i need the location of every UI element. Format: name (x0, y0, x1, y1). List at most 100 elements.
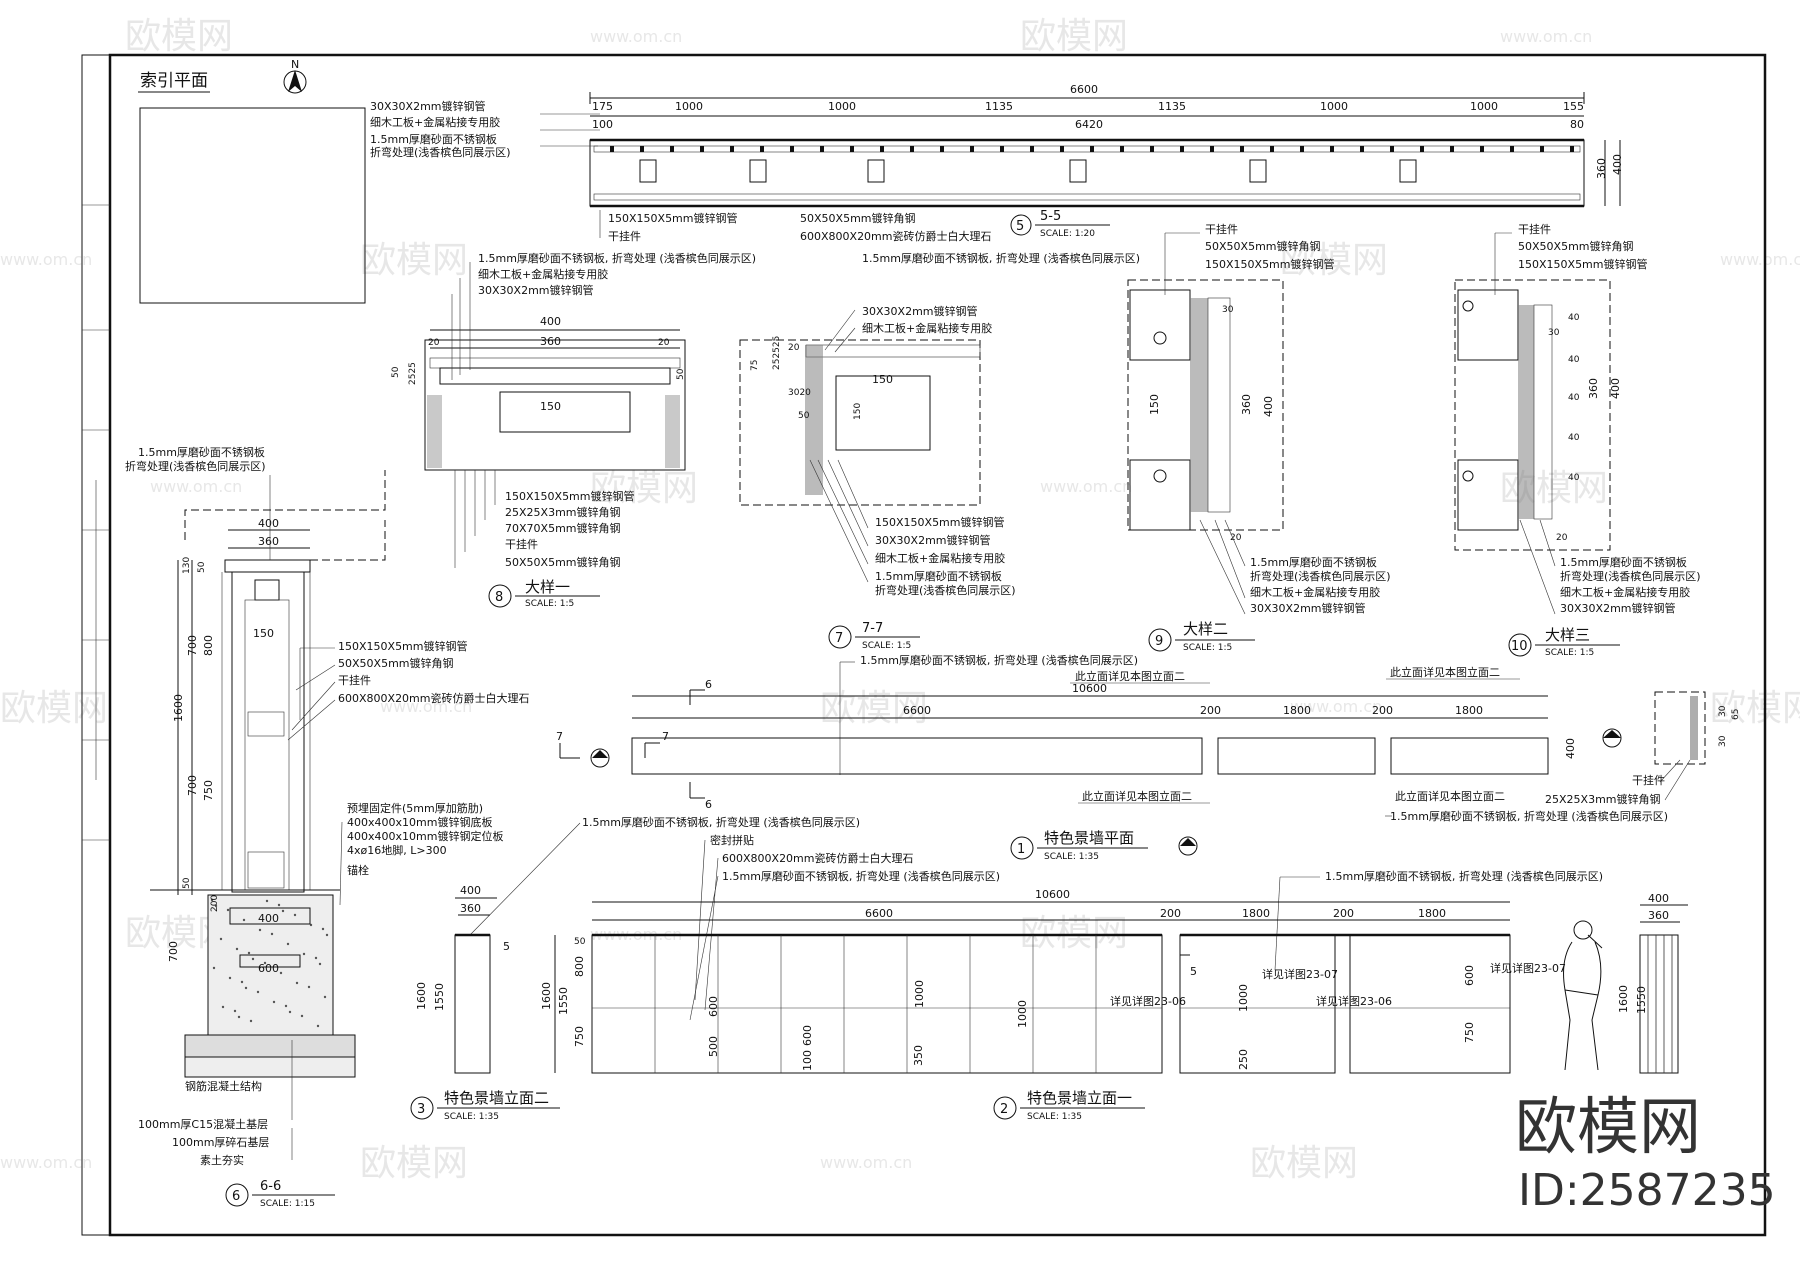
concrete-hatch (210, 898, 214, 902)
svg-text:7: 7 (835, 631, 843, 646)
svg-text:400: 400 (258, 517, 279, 530)
stud-mark (1570, 146, 1574, 152)
svg-text:30: 30 (1222, 305, 1234, 315)
svg-text:此立面详见本图立面二: 此立面详见本图立面二 (1075, 669, 1185, 683)
stud-mark (1420, 146, 1424, 152)
detail-7: 150 150 75 252525 20 3020 50 1.5mm厚磨砂面不锈… (739, 251, 1140, 597)
concrete-hatch (214, 904, 218, 908)
stud-mark (910, 146, 914, 152)
watermark-brand-2: 欧模网 (1020, 16, 1128, 57)
svg-text:锚栓: 锚栓 (347, 863, 369, 877)
svg-text:30X30X2mm镀锌钢管: 30X30X2mm镀锌钢管 (1560, 601, 1676, 615)
svg-text:800: 800 (573, 956, 586, 977)
svg-text:360: 360 (1595, 158, 1608, 179)
svg-text:750: 750 (202, 780, 215, 801)
svg-text:400: 400 (1609, 378, 1622, 399)
svg-text:6600: 6600 (903, 704, 931, 717)
svg-text:40: 40 (1568, 433, 1580, 443)
svg-text:SCALE: 1:5: SCALE: 1:5 (1183, 643, 1232, 653)
svg-text:特色景墙平面: 特色景墙平面 (1044, 829, 1134, 847)
svg-text:150: 150 (253, 627, 274, 640)
concrete-hatch (265, 899, 269, 903)
svg-text:干挂件: 干挂件 (1518, 222, 1551, 236)
svg-text:30X30X2mm镀锌钢管: 30X30X2mm镀锌钢管 (875, 533, 991, 547)
svg-text:SCALE: 1:5: SCALE: 1:5 (525, 599, 574, 609)
svg-text:30: 30 (1718, 735, 1728, 747)
watermark-brand-12: 欧模网 (360, 1143, 468, 1184)
svg-text:20: 20 (428, 338, 440, 348)
watermark-brand-11: 欧模网 (1020, 913, 1128, 954)
svg-text:此立面详见本图立面二: 此立面详见本图立面二 (1082, 789, 1192, 803)
stud-mark (1450, 146, 1454, 152)
svg-text:360: 360 (1240, 394, 1253, 415)
svg-text:252525: 252525 (772, 336, 782, 370)
concrete-hatch (295, 981, 299, 985)
svg-text:折弯处理(浅香槟色同展示区): 折弯处理(浅香槟色同展示区) (125, 459, 266, 473)
svg-text:200: 200 (1200, 704, 1221, 717)
stud-mark (1060, 146, 1064, 152)
concrete-hatch (314, 956, 318, 960)
svg-text:400: 400 (1262, 396, 1275, 417)
elevation-1: 1.5mm厚磨砂面不锈钢板, 折弯处理 (浅香槟色同展示区) 密封拼贴 600X… (469, 815, 1603, 1122)
svg-text:50: 50 (182, 877, 192, 889)
svg-text:50: 50 (391, 366, 401, 378)
stud-mark (670, 146, 674, 152)
svg-text:7-7: 7-7 (862, 621, 883, 636)
concrete-hatch (284, 1004, 288, 1008)
stud-mark (1150, 146, 1154, 152)
svg-text:200: 200 (1372, 704, 1393, 717)
stud-mark (1360, 146, 1364, 152)
elevation-2: 400 360 1600 1550 5 3 特色景墙立面二 SCALE: 1:3… (410, 884, 560, 1122)
svg-text:400: 400 (540, 315, 561, 328)
svg-text:8: 8 (495, 590, 503, 605)
svg-text:大样一: 大样一 (525, 578, 570, 596)
watermark-brand-8: 欧模网 (820, 688, 928, 729)
svg-text:50: 50 (676, 368, 686, 380)
concrete-hatch (325, 933, 329, 937)
svg-text:1.5mm厚磨砂面不锈钢板: 1.5mm厚磨砂面不锈钢板 (1250, 555, 1377, 569)
svg-text:5: 5 (1016, 219, 1024, 234)
svg-text:1600: 1600 (1617, 985, 1630, 1013)
svg-text:1135: 1135 (985, 100, 1013, 113)
svg-text:1: 1 (1017, 842, 1025, 857)
svg-text:600X800X20mm瓷砖仿爵士白大理石: 600X800X20mm瓷砖仿爵士白大理石 (722, 851, 914, 865)
svg-text:7: 7 (662, 730, 669, 743)
svg-text:细木工板+金属粘接专用胶: 细木工板+金属粘接专用胶 (370, 115, 500, 129)
svg-text:200: 200 (1160, 907, 1181, 920)
concrete-hatch (235, 947, 239, 951)
concrete-hatch (249, 1019, 253, 1023)
svg-text:1550: 1550 (1635, 986, 1648, 1014)
stud-mark (1330, 146, 1334, 152)
svg-text:4xø16地脚, L>300: 4xø16地脚, L>300 (347, 843, 447, 857)
watermark-brand-13: 欧模网 (1250, 1143, 1358, 1184)
svg-text:5-5: 5-5 (1040, 209, 1061, 224)
svg-text:折弯处理(浅香槟色同展示区): 折弯处理(浅香槟色同展示区) (1560, 569, 1701, 583)
svg-text:N: N (291, 58, 299, 71)
stud-mark (1030, 146, 1034, 152)
svg-text:360: 360 (460, 902, 481, 915)
svg-text:SCALE: 1:5: SCALE: 1:5 (1545, 648, 1594, 658)
svg-text:400: 400 (1648, 892, 1669, 905)
concrete-hatch (256, 990, 260, 994)
svg-text:50X50X5mm镀锌角钢: 50X50X5mm镀锌角钢 (505, 555, 621, 569)
stud-mark (610, 146, 614, 152)
svg-text:150X150X5mm镀锌钢管: 150X150X5mm镀锌钢管 (338, 639, 468, 653)
watermark-url-10: www.om.cn (0, 1153, 92, 1172)
watermark-brand-7: 欧模网 (0, 688, 108, 729)
stud-mark (1270, 146, 1274, 152)
svg-text:30X30X2mm镀锌钢管: 30X30X2mm镀锌钢管 (1250, 601, 1366, 615)
svg-text:150X150X5mm镀锌钢管: 150X150X5mm镀锌钢管 (505, 489, 635, 503)
concrete-hatch (302, 952, 306, 956)
svg-text:150X150X5mm镀锌钢管: 150X150X5mm镀锌钢管 (1205, 257, 1335, 271)
brand-watermark-id: ID:2587235 (1518, 1165, 1776, 1216)
svg-text:400: 400 (1564, 738, 1577, 759)
svg-text:6420: 6420 (1075, 118, 1103, 131)
svg-text:65: 65 (1731, 709, 1741, 720)
svg-text:1800: 1800 (1283, 704, 1311, 717)
index-plan-title: 索引平面 (140, 71, 208, 91)
stud-mark (1180, 146, 1184, 152)
svg-text:1600: 1600 (540, 982, 553, 1010)
svg-text:10: 10 (1511, 639, 1528, 654)
svg-text:干挂件: 干挂件 (608, 229, 641, 243)
svg-text:40: 40 (1568, 393, 1580, 403)
